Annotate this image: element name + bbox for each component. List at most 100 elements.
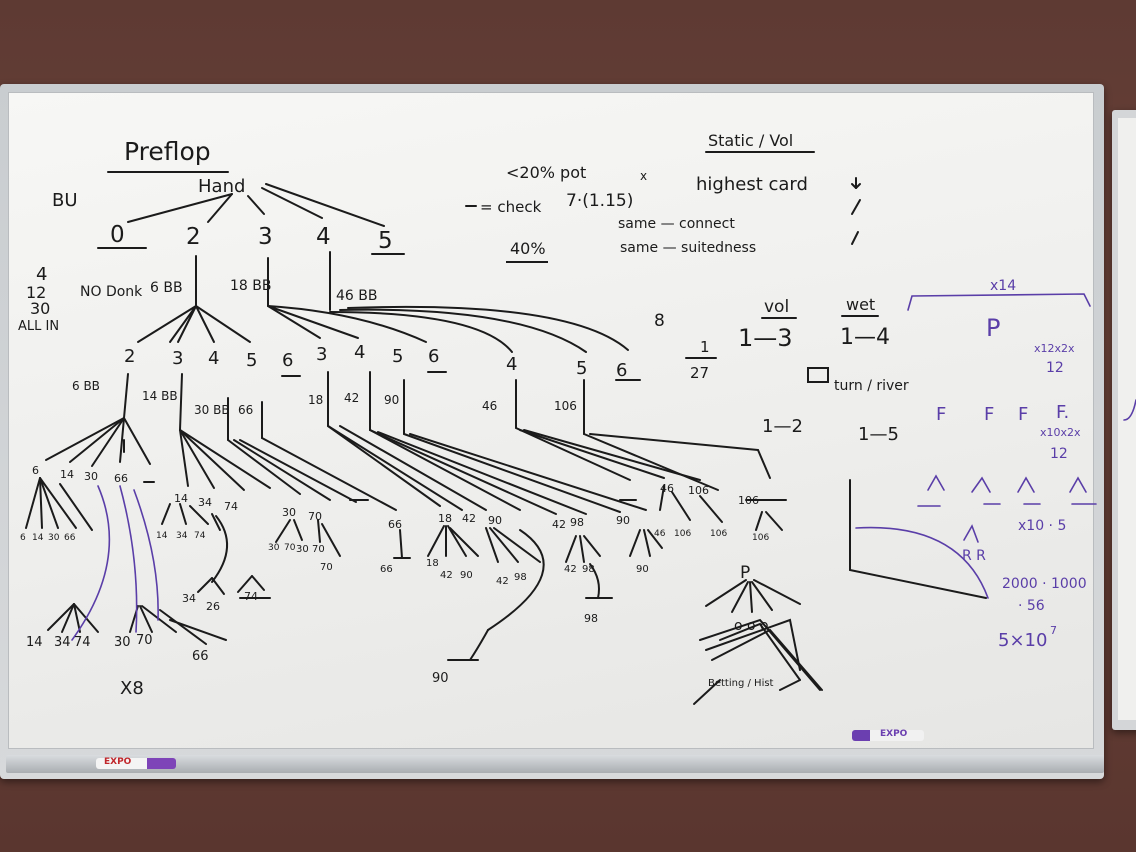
highest-card: highest card xyxy=(696,174,808,195)
range-b: 1—5 xyxy=(858,424,899,445)
level2-bb: 106 xyxy=(554,399,577,413)
result-base: 5×10 xyxy=(998,630,1047,651)
leaf-label: 66 xyxy=(388,518,402,531)
level2-node: 3 xyxy=(316,344,327,365)
red-marker[interactable]: EXPO xyxy=(96,757,176,769)
leaf-label: 70 xyxy=(312,544,325,555)
branch-3: 3 xyxy=(258,224,273,250)
branch-bb: 6 BB xyxy=(150,280,183,296)
leaf-label: 30 xyxy=(282,506,296,519)
leaf-label: 66 xyxy=(192,649,209,664)
raise-size: ALL IN xyxy=(18,319,59,334)
leaf-label: 46 xyxy=(654,529,666,539)
leaf-label: 30 xyxy=(48,533,60,543)
leaf-label: 34 xyxy=(176,531,188,541)
leaf-label: 30 xyxy=(268,543,280,553)
leaf-label: 98 xyxy=(514,572,527,583)
level2-node: 6 xyxy=(282,350,293,371)
turn-river: turn / river xyxy=(834,378,909,394)
formula-exponent: x xyxy=(640,169,647,183)
leaf-label: 70 xyxy=(320,562,333,573)
marker-label: EXPO xyxy=(104,757,132,767)
level2-bb: 30 BB xyxy=(194,403,230,417)
leaf-label: 90 xyxy=(636,564,649,575)
tree-label: Betting / Hist xyxy=(708,678,774,689)
level2-node: 6 xyxy=(616,360,627,381)
percent-note: 40% xyxy=(510,239,546,258)
leaf-label: 14 xyxy=(174,492,188,505)
leaf-label: 42 xyxy=(440,570,453,581)
preflop-title: Preflop xyxy=(124,137,211,166)
whiteboard xyxy=(0,84,1104,779)
level2-node: 5 xyxy=(246,350,257,371)
f-label: F xyxy=(936,404,946,425)
formula: 7·(1.15) xyxy=(566,191,633,211)
level2-bb: 6 BB xyxy=(72,379,100,393)
leaf-label: 74 xyxy=(74,635,91,650)
raise-size: 4 xyxy=(36,264,47,285)
f-label: F xyxy=(984,404,994,425)
leaf-label: 34 xyxy=(54,635,71,650)
level2-node: 2 xyxy=(124,346,135,367)
level2-node: 6 xyxy=(428,346,439,367)
range-a: 1—2 xyxy=(762,416,803,437)
leaf-label: 30 xyxy=(114,635,131,650)
leaf-label: 74 xyxy=(194,531,206,541)
tree-nodes: o o o xyxy=(734,618,769,634)
level2-bb: 18 xyxy=(308,393,323,407)
level2-bb: 14 BB xyxy=(142,389,178,403)
leaf-label: 66 xyxy=(114,472,128,485)
raise-size: 12 xyxy=(26,283,46,302)
f-note-2: 12 xyxy=(1050,446,1068,462)
leaf-label: 98 xyxy=(582,564,595,575)
hand-root: Hand xyxy=(198,176,245,197)
level2-bb: 42 xyxy=(344,391,359,405)
vol-range: 1—3 xyxy=(738,324,793,352)
leaf-label: 34 xyxy=(182,592,196,605)
eight-label: 8 xyxy=(654,311,665,331)
level2-bb: 90 xyxy=(384,393,399,407)
f-label: F xyxy=(1018,404,1028,425)
leaf-label: 30 xyxy=(84,470,98,483)
stats-header: Static / Vol xyxy=(708,131,793,150)
leaf-label: 90 xyxy=(432,671,449,686)
result-exponent: 7 xyxy=(1050,624,1057,637)
branch-2: 2 xyxy=(186,224,201,250)
marker-tray xyxy=(6,755,1104,773)
leaf-label: 106 xyxy=(688,484,709,497)
leaf-label: 30 xyxy=(296,544,309,555)
wet-range: 1—4 xyxy=(840,325,890,350)
leaf-label: 42 xyxy=(564,564,577,575)
vol-header: vol xyxy=(764,297,789,317)
leaf-label: 90 xyxy=(460,570,473,581)
calc-line-1: 2000 · 1000 xyxy=(1002,576,1087,592)
f-label: F. xyxy=(1056,402,1069,423)
leaf-label: 6 xyxy=(20,533,26,543)
marker-label: EXPO xyxy=(880,729,908,739)
level2-node: 4 xyxy=(506,354,517,375)
rr-label: R R xyxy=(962,548,986,564)
leaf-label: 14 xyxy=(26,635,43,650)
level2-node: 3 xyxy=(172,348,183,369)
purple-marker[interactable]: EXPO xyxy=(852,729,924,741)
leaf-label: 90 xyxy=(616,514,630,527)
leaf-label: 18 xyxy=(426,558,439,569)
fraction-numerator: 1 xyxy=(700,338,710,356)
leaf-label: 34 xyxy=(198,496,212,509)
leaf-label: 14 xyxy=(32,533,44,543)
branch-bb: 18 BB xyxy=(230,278,271,294)
leaf-label: 66 xyxy=(380,564,393,575)
tree-root: P xyxy=(740,563,750,583)
leaf-label: 66 xyxy=(64,533,76,543)
p-note: x12x2x xyxy=(1034,342,1075,355)
leaf-label: 70 xyxy=(136,633,153,648)
bottom-note: X8 xyxy=(120,678,144,699)
leaf-label: 98 xyxy=(584,612,598,625)
leaf-label: 46 xyxy=(660,482,674,495)
leaf-label: 14 xyxy=(156,531,168,541)
leaf-label: 106 xyxy=(738,494,759,507)
leaf-label: 90 xyxy=(488,514,502,527)
fraction-denominator: 27 xyxy=(690,364,709,382)
pot-note: <20% pot xyxy=(506,163,586,182)
